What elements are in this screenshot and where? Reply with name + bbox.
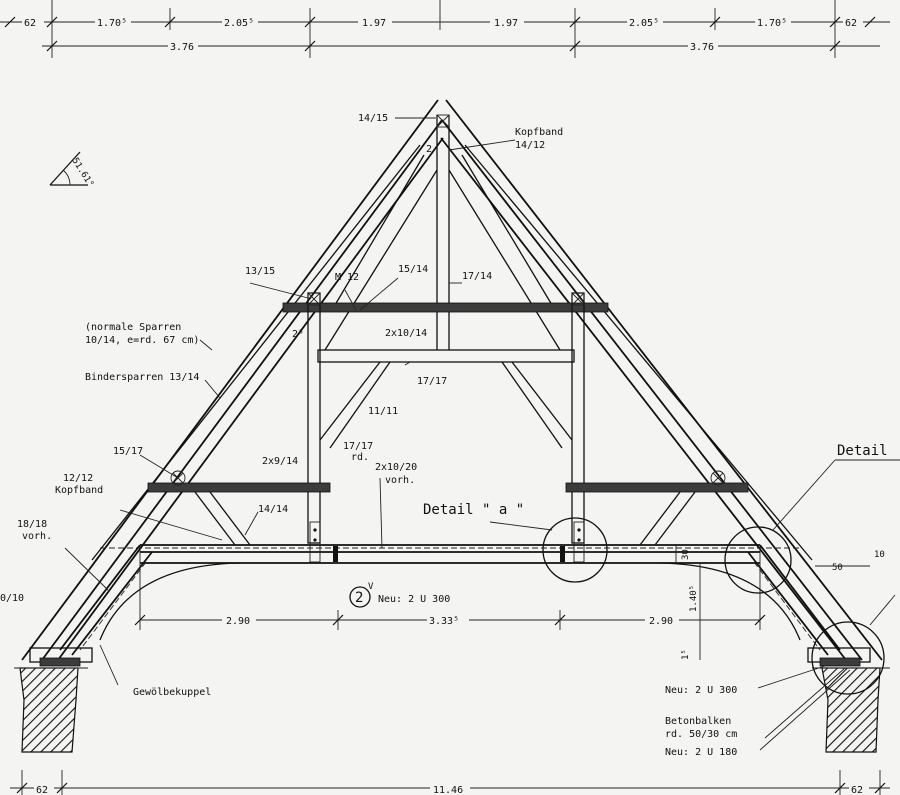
- span-dim-left: 2.90: [226, 616, 250, 627]
- label-collar-beam: 2x10/14: [385, 328, 427, 339]
- label-collar-left-post: 13/15: [245, 266, 275, 277]
- label-post-1818-vorh: vorh.: [22, 531, 52, 542]
- truss-frame: [14, 99, 890, 753]
- label-brace-1111: 11/11: [368, 406, 398, 417]
- label-dim-140: 1.40⁵: [689, 585, 699, 612]
- label-m12: M 12: [335, 272, 359, 283]
- label-post-1714: 17/14: [462, 271, 492, 282]
- label-left-1010: 0/10: [0, 593, 24, 604]
- bottom-dim-total: 11.46: [433, 785, 463, 795]
- label-dim-30: 30: [681, 549, 691, 560]
- label-detail-a: Detail " a ": [423, 502, 524, 518]
- label-kopfband-top: Kopfband: [515, 127, 563, 138]
- label-dim-10: 10: [874, 550, 885, 560]
- label-tie-1717: 17/17: [417, 376, 447, 387]
- label-new-beam-num: 2: [355, 590, 363, 606]
- label-beam-main-vorh: vorh.: [385, 475, 415, 486]
- label-dim-50: 50: [832, 563, 843, 573]
- top-dim-2055-right: 2.05⁵: [629, 18, 659, 29]
- label-beton-2: rd. 50/30 cm: [665, 729, 737, 740]
- label-beton-1: Betonbalken: [665, 716, 731, 727]
- label-lower-collar: 2x9/14: [262, 456, 298, 467]
- pitch-angle-label: 51.61°: [69, 156, 95, 189]
- label-vault: Gewölbekuppel: [133, 687, 211, 698]
- label-strut-1517: 15/17: [113, 446, 143, 457]
- label-normal-rafters-1: (normale Sparren: [85, 322, 181, 333]
- label-kopfband-12-name: Kopfband: [55, 485, 103, 496]
- label-kopfband-12: 12/12: [63, 473, 93, 484]
- label-normal-rafters-2: 10/14, e=rd. 67 cm): [85, 335, 199, 346]
- label-dim-15: 1⁵: [681, 649, 691, 660]
- label-binder-rafter: Bindersparren 13/14: [85, 372, 199, 383]
- top-dim-1705-left: 1.70⁵: [97, 18, 127, 29]
- label-brace-1514: 15/14: [398, 264, 428, 275]
- label-new-beam-v: V: [368, 582, 374, 592]
- span-dim-middle: 3.33⁵: [429, 616, 459, 627]
- top-dim-1705-right: 1.70⁵: [757, 18, 787, 29]
- leader-lines: [64, 117, 896, 751]
- member-labels: 14/15 Kopfband 14/12 2 13/15 M 12 15/14 …: [0, 113, 888, 758]
- label-neu-u300: Neu: 2 U 300: [665, 685, 737, 696]
- label-post-1717-rd: rd.: [351, 452, 369, 463]
- label-ridge: 14/15: [358, 113, 388, 124]
- span-dimension-chain: 2.90 3.33⁵ 2.90: [134, 545, 766, 660]
- top-dim-376-right: 3.76: [690, 42, 714, 53]
- pitch-symbol: 51.61°: [49, 151, 95, 189]
- label-brace-1414: 14/14: [258, 504, 288, 515]
- top-dimension-chain: 62 1.70⁵ 2.05⁵ 1.97 1.97 2.05⁵ 1.70⁵ 62 …: [0, 0, 890, 58]
- top-dim-left-62: 62: [24, 18, 36, 29]
- top-dim-2055-left: 2.05⁵: [224, 18, 254, 29]
- bottom-dim-left-62: 62: [36, 785, 48, 795]
- label-post-1717: 17/17: [343, 441, 373, 452]
- span-dim-right: 2.90: [649, 616, 673, 627]
- bottom-dim-right-62: 62: [851, 785, 863, 795]
- label-kopfband-top-size: 14/12: [515, 140, 545, 151]
- top-dim-376-left: 3.76: [170, 42, 194, 53]
- label-neu-u180: Neu: 2 U 180: [665, 747, 737, 758]
- detail-markers: [489, 459, 900, 695]
- label-beam-main: 2x10/20: [375, 462, 417, 473]
- label-gap-25: 2⁵: [292, 329, 304, 340]
- top-dim-197-left: 1.97: [362, 18, 386, 29]
- bottom-dimension-chain: 62 11.46 62: [10, 770, 890, 795]
- label-ridge-gap: 2: [426, 144, 432, 155]
- top-dim-197-right: 1.97: [494, 18, 518, 29]
- label-detail-right: Detail: [837, 443, 888, 459]
- label-post-1818: 18/18: [17, 519, 47, 530]
- top-dim-right-62: 62: [845, 18, 857, 29]
- label-new-beam: Neu: 2 U 300: [378, 594, 450, 605]
